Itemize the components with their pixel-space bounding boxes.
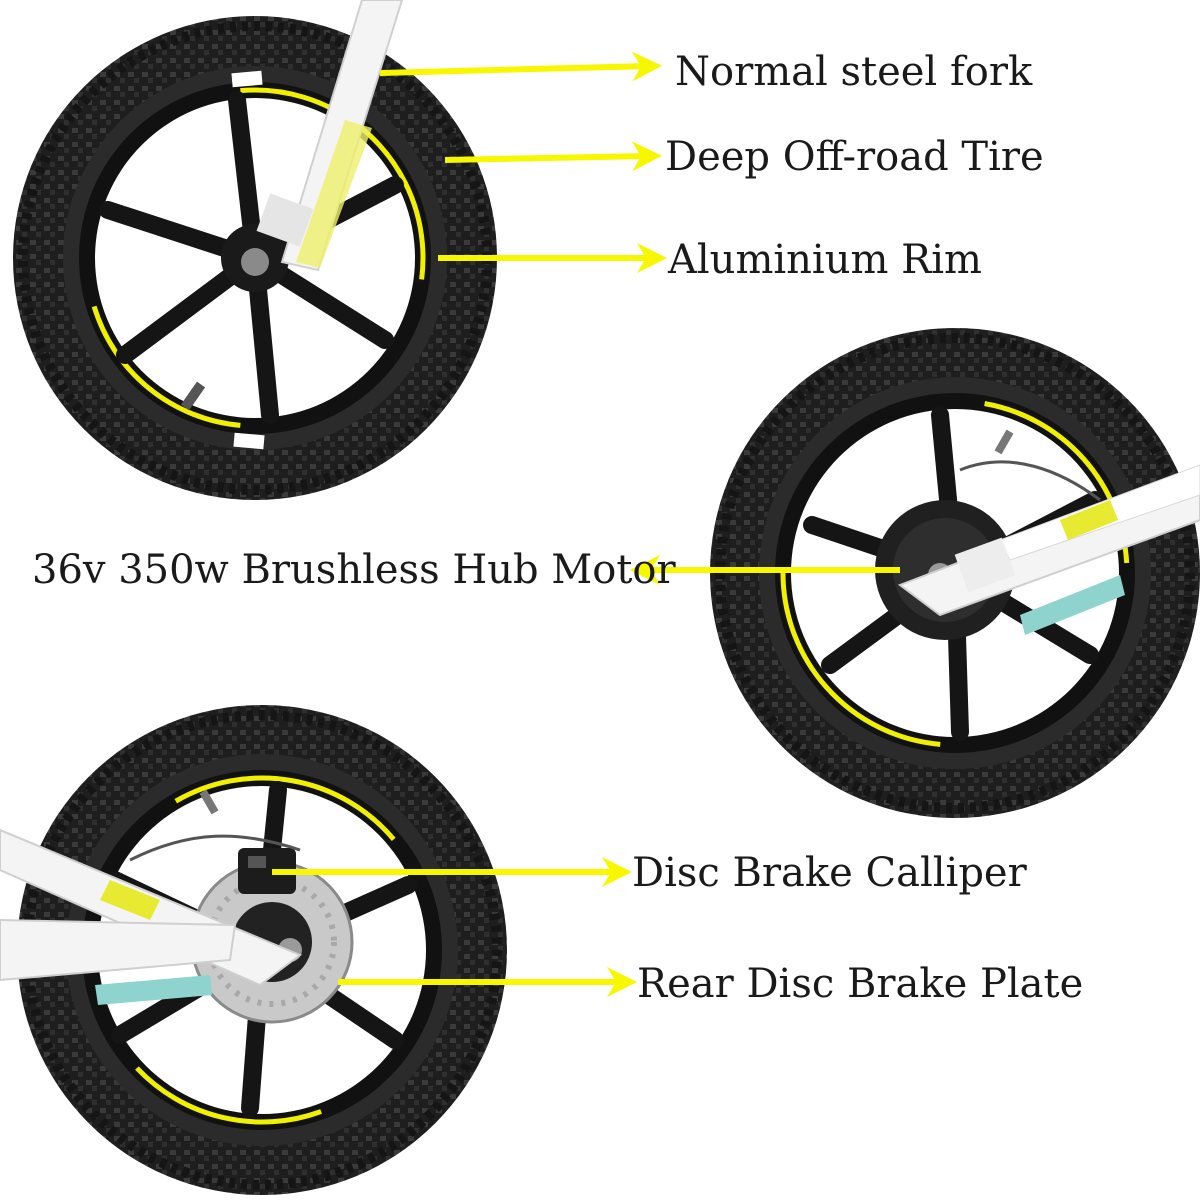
label-rim: Aluminium Rim <box>668 237 982 283</box>
front-rim-decal <box>231 70 263 88</box>
label-plate: Rear Disc Brake Plate <box>637 961 1084 1007</box>
fork-arrow <box>379 51 662 82</box>
disc-frame-decal <box>95 975 212 1005</box>
front-rim-stripe <box>84 87 426 429</box>
label-fork: Normal steel fork <box>675 49 1033 95</box>
disc-brake-wheel <box>0 705 507 1195</box>
label-motor: 36v 350w Brushless Hub Motor <box>32 547 676 593</box>
disc-wheel-stripe <box>87 775 437 1125</box>
label-tire: Deep Off-road Tire <box>665 134 1044 180</box>
front-valve <box>180 381 206 411</box>
callout-arrows <box>272 51 900 997</box>
front-wheel <box>13 0 497 500</box>
hub-motor-wheel <box>710 328 1200 818</box>
motor-wheel-stripe <box>780 398 1130 748</box>
label-caliper: Disc Brake Calliper <box>632 850 1027 896</box>
tire-arrow <box>444 141 662 172</box>
motor-frame-decal <box>1020 575 1125 635</box>
